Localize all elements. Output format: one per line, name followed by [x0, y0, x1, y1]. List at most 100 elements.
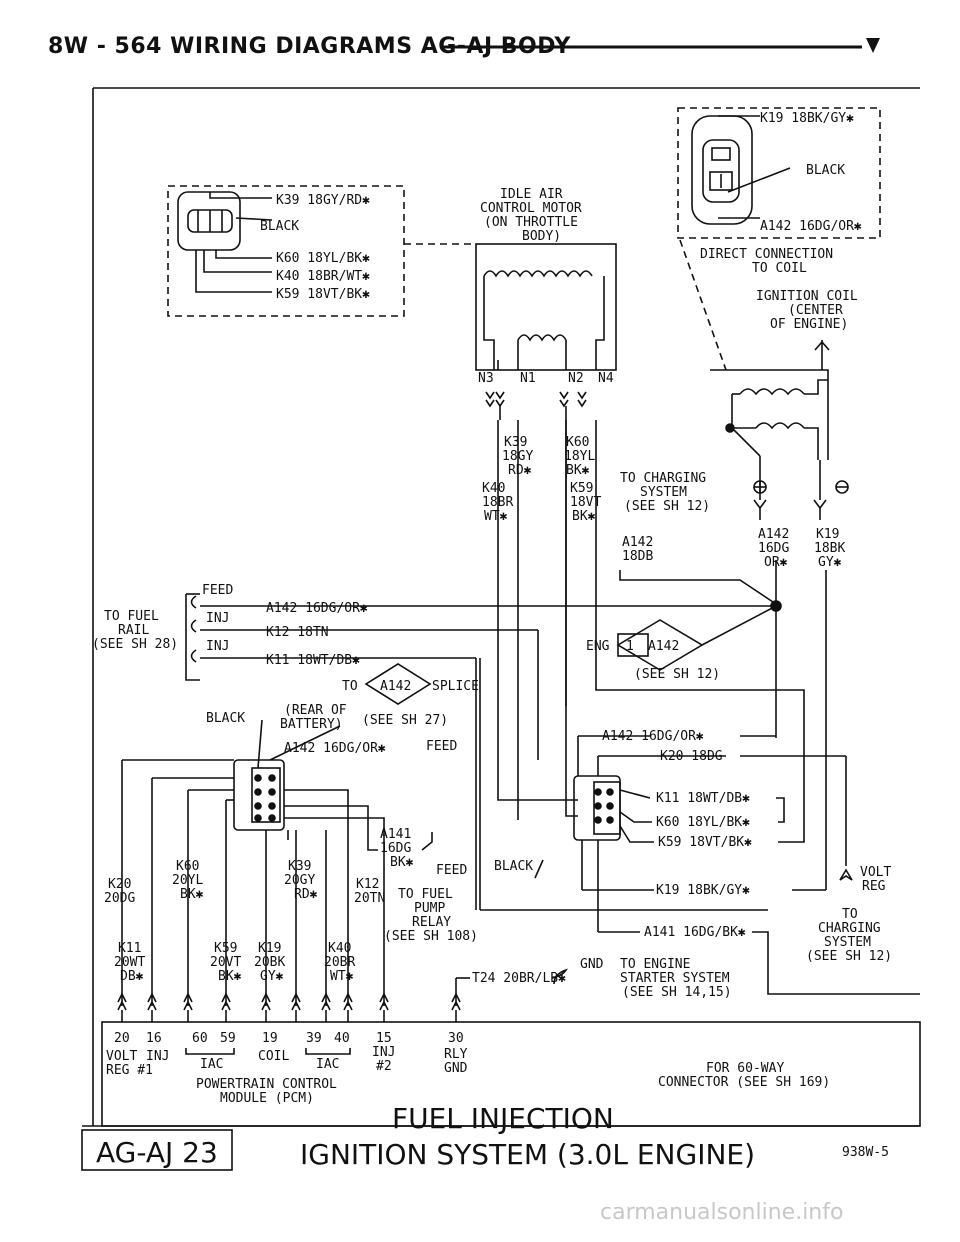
- k40-wire-1: K40: [482, 481, 505, 496]
- k19r-label-1: K19: [816, 527, 839, 542]
- k39-wire-3: RD✱: [508, 463, 532, 478]
- t24-label: T24 20BR/LB✱: [472, 971, 566, 986]
- feed3-label: FEED: [436, 863, 467, 878]
- a141-label-2: 16DG: [380, 841, 411, 856]
- k11-rail-label: K11 18WT/DB✱: [266, 653, 360, 668]
- ignition-label-2: (CENTER: [788, 303, 843, 318]
- pump-label-1: TO FUEL: [398, 887, 453, 902]
- k40p-label-3: WT✱: [330, 969, 354, 984]
- k19p-label-3: GY✱: [260, 969, 284, 984]
- k60-left-label: K60 18YL/BK✱: [276, 251, 370, 266]
- to-charging-3: SYSTEM: [824, 935, 871, 950]
- pcm-coil-label: COIL: [258, 1049, 289, 1064]
- k60-wire-3: BK✱: [566, 463, 590, 478]
- k40-wire-2: 18BR: [482, 495, 513, 510]
- to-charging-2: CHARGING: [818, 921, 881, 936]
- iac-label-3: (ON THROTTLE: [484, 215, 578, 230]
- k11p-label-3: DB✱: [120, 969, 144, 984]
- pcm-name-1: POWERTRAIN CONTROL: [196, 1077, 337, 1092]
- n2-label: N2: [568, 371, 584, 386]
- direct-label-1: DIRECT CONNECTION: [700, 247, 833, 262]
- pin-39: 39: [306, 1031, 322, 1046]
- k11p-label-2: 20WT: [114, 955, 145, 970]
- feed-label: FEED: [202, 583, 233, 598]
- ignition-label-1: IGNITION COIL: [756, 289, 858, 304]
- gnd-starter-label: STARTER SYSTEM: [620, 971, 730, 986]
- inj-label-2: INJ: [206, 639, 229, 654]
- a141-label-3: BK✱: [390, 855, 414, 870]
- watermark: carmanualsonline.info: [600, 1200, 844, 1225]
- sixty-way-2: CONNECTOR (SEE SH 169): [658, 1075, 830, 1090]
- k11-r-label: K11 18WT/DB✱: [656, 791, 750, 806]
- pin-16: 16: [146, 1031, 162, 1046]
- iac-label-4: BODY): [522, 229, 561, 244]
- pcm-inj-label: INJ: [146, 1049, 169, 1064]
- pump-label-3: RELAY: [412, 915, 451, 930]
- see12-label: (SEE SH 12): [634, 667, 720, 682]
- pcm-volt-label: VOLT: [106, 1049, 137, 1064]
- pump-label-4: (SEE SH 108): [384, 929, 478, 944]
- pcm-name-2: MODULE (PCM): [220, 1091, 314, 1106]
- eng-label: ENG: [586, 639, 610, 654]
- see27-label: (SEE SH 27): [362, 713, 448, 728]
- pcm-gnd-label: GND: [444, 1061, 468, 1076]
- iac-label-2: CONTROL MOTOR: [480, 201, 582, 216]
- pin-15: 15: [376, 1031, 392, 1046]
- charging-label-3: (SEE SH 12): [624, 499, 710, 514]
- k12-label-2: 20TN: [354, 891, 385, 906]
- gnd-label: GND: [580, 957, 604, 972]
- gnd-engine-label: TO ENGINE: [620, 957, 690, 972]
- k59-wire-1: K59: [570, 481, 593, 496]
- splice-a142-label: A142: [380, 679, 411, 694]
- k39-wire-1: K39: [504, 435, 527, 450]
- pcm-iac-label-a: IAC: [200, 1057, 223, 1072]
- pcm-inj2-label: INJ: [372, 1045, 395, 1060]
- k59-wire-3: BK✱: [572, 509, 596, 524]
- to-charging-4: (SEE SH 12): [806, 949, 892, 964]
- k59-wire-2: 18VT: [570, 495, 601, 510]
- pin-59: 59: [220, 1031, 236, 1046]
- to-splice-label: TO: [342, 679, 358, 694]
- pin-20: 20: [114, 1031, 130, 1046]
- k19-r-label: K19 18BK/GY✱: [656, 883, 750, 898]
- pcm-iac-label-b: IAC: [316, 1057, 339, 1072]
- k40p-label-2: 20BR: [324, 955, 355, 970]
- k59p-label-2: 20VT: [210, 955, 241, 970]
- a142dg-label-3: OR✱: [764, 555, 788, 570]
- feed2-label: FEED: [426, 739, 457, 754]
- ignition-label-3: OF ENGINE): [770, 317, 848, 332]
- pin-30: 30: [448, 1031, 464, 1046]
- pcm-rly-label: RLY: [444, 1047, 468, 1062]
- title-line-2: IGNITION SYSTEM (3.0L ENGINE): [300, 1138, 755, 1171]
- rail-label-3: (SEE SH 28): [92, 637, 178, 652]
- a142-top-label: A142 16DG/OR✱: [760, 219, 862, 234]
- a142db-label-2: 18DB: [622, 549, 653, 564]
- rail-label-1: TO FUEL: [104, 609, 159, 624]
- pcm-inj2-num: #2: [376, 1059, 392, 1074]
- splice-label: SPLICE: [432, 679, 479, 694]
- black-top-label: BLACK: [806, 163, 845, 178]
- k60p-label-1: K60: [176, 859, 199, 874]
- sixty-way-1: FOR 60-WAY: [706, 1061, 784, 1076]
- k60-r-label: K60 18YL/BK✱: [656, 815, 750, 830]
- n4-label: N4: [598, 371, 614, 386]
- k60p-label-3: BK✱: [180, 887, 204, 902]
- k60-wire-2: 18YL: [564, 449, 595, 464]
- k39p-label-3: RD✱: [294, 887, 318, 902]
- pcm-reg-label: REG #1: [106, 1063, 153, 1078]
- pin-60: 60: [192, 1031, 208, 1046]
- eng-number: 1: [626, 639, 634, 654]
- sheet-box-label: AG-AJ 23: [96, 1136, 218, 1169]
- eng-splice-label: A142: [648, 639, 679, 654]
- volt-label-1: VOLT: [860, 865, 891, 880]
- black-left-label: BLACK: [260, 219, 299, 234]
- pump-label-2: PUMP: [414, 901, 445, 916]
- a142db-label-1: A142: [622, 535, 653, 550]
- k39-wire-2: 18GY: [502, 449, 533, 464]
- k19-top-label: K19 18BK/GY✱: [760, 111, 854, 126]
- k40p-label-1: K40: [328, 941, 351, 956]
- a142dg-label-1: A142: [758, 527, 789, 542]
- k39p-label-1: K39: [288, 859, 311, 874]
- to-charging-1: TO: [842, 907, 858, 922]
